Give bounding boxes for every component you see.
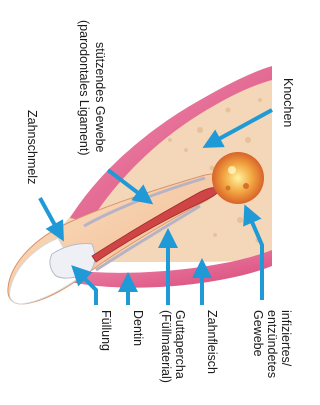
tooth-illustration xyxy=(8,66,272,304)
label-knochen: Knochen xyxy=(281,78,295,127)
label-infiziert-line1: infiziertes/ xyxy=(279,310,293,367)
label-infiziert-line3: Gewebe xyxy=(251,310,265,357)
infected-tissue xyxy=(212,152,264,204)
label-guttapercha-line2: (Füllmaterial) xyxy=(159,310,173,383)
label-fuellung: Füllung xyxy=(99,310,113,351)
label-stuetzgewebe-line2: (parodontales Ligament) xyxy=(77,20,91,156)
label-infiziert-line2: entzündetes xyxy=(265,310,279,378)
label-guttapercha-line1: Guttapercha xyxy=(173,310,187,379)
label-dentin: Dentin xyxy=(131,310,145,346)
label-zahnschmelz: Zahnschmelz xyxy=(25,110,39,184)
label-stuetzgewebe-line1: stützendes Gewebe xyxy=(93,42,107,153)
label-zahnfleisch: Zahnfleisch xyxy=(205,310,219,374)
